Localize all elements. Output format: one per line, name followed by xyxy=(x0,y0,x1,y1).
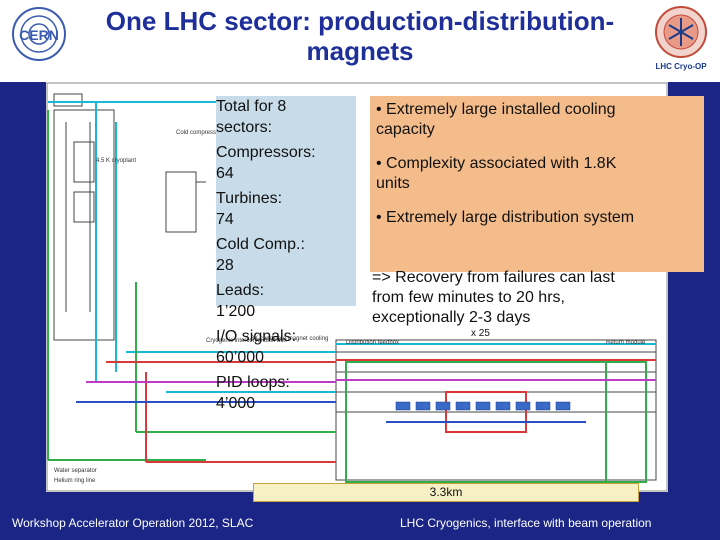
bullets-panel: • Extremely large installed cooling capa… xyxy=(370,96,704,272)
distribution-label: Distribution feedbox xyxy=(346,340,399,346)
cern-logo-text: CERN xyxy=(19,27,59,43)
totals-item: Leads: 1’200 xyxy=(216,280,376,322)
totals-item-label: I/O signals: xyxy=(216,328,297,345)
totals-heading-line1: Total for 8 xyxy=(216,98,287,115)
page-title-line2: magnets xyxy=(306,36,414,66)
water-separator-label: Water separator xyxy=(54,468,97,474)
totals-item: I/O signals: 60’000 xyxy=(216,326,376,368)
totals-item: PID loops: 4’000 xyxy=(216,372,376,414)
totals-panel xyxy=(216,96,356,306)
recovery-note: => Recovery from failures can last from … xyxy=(372,268,672,328)
bullet-line: • Extremely large installed cooling xyxy=(376,101,616,118)
totals-text: Total for 8 sectors: Compressors: 64 Tur… xyxy=(216,96,376,418)
bullet-item: • Extremely large distribution system xyxy=(376,208,704,228)
totals-item-value: 64 xyxy=(216,165,234,182)
totals-item-label: Cold Comp.: xyxy=(216,236,305,253)
totals-item-value: 74 xyxy=(216,211,234,228)
lhc-candidate-label: 1.8K candidate magnet cooling xyxy=(246,336,328,342)
lhc-cryo-op-logo-text: LHC Cryo-OP xyxy=(655,62,707,71)
totals-item-value: 4’000 xyxy=(216,395,256,412)
totals-heading: Total for 8 sectors: xyxy=(216,96,376,138)
totals-item-label: PID loops: xyxy=(216,374,290,391)
cern-logo: CERN xyxy=(5,4,73,64)
bullet-item: • Extremely large installed cooling capa… xyxy=(376,100,704,140)
cryoplant-label: 4.5 K cryoplant xyxy=(96,158,136,164)
cold-compressor-label: Cold compressor box xyxy=(176,130,233,136)
bullet-line: units xyxy=(376,175,410,192)
totals-item-value: 1’200 xyxy=(216,303,256,320)
totals-heading-line2: sectors: xyxy=(216,119,273,136)
totals-item-label: Leads: xyxy=(216,282,265,299)
interconnection-label: Cryogenic interconnection box xyxy=(206,338,287,344)
x25-label: x 25 xyxy=(471,328,490,339)
bullet-item: • Complexity associated with 1.8K units xyxy=(376,154,704,194)
totals-item-label: Turbines: xyxy=(216,190,283,207)
recovery-line: => Recovery from failures can last xyxy=(372,269,615,286)
page-title: One LHC sector: production-distribution-… xyxy=(75,6,645,66)
lhc-cryo-op-logo: LHC Cryo-OP xyxy=(648,4,714,78)
page-title-line1: One LHC sector: production-distribution- xyxy=(105,6,615,36)
footer-left-text: Workshop Accelerator Operation 2012, SLA… xyxy=(12,516,254,530)
slide-footer: Workshop Accelerator Operation 2012, SLA… xyxy=(0,502,720,540)
totals-item-value: 28 xyxy=(216,257,234,274)
totals-item: Turbines: 74 xyxy=(216,188,376,230)
totals-item: Compressors: 64 xyxy=(216,142,376,184)
recovery-line: exceptionally 2-3 days xyxy=(372,309,531,326)
distance-label: 3.3km xyxy=(253,483,639,502)
totals-item-label: Compressors: xyxy=(216,144,316,161)
bullet-line: • Complexity associated with 1.8K xyxy=(376,155,617,172)
bullet-line: capacity xyxy=(376,121,435,138)
slide-header: CERN One LHC sector: production-distribu… xyxy=(0,0,720,82)
footer-right-text: LHC Cryogenics, interface with beam oper… xyxy=(400,516,652,530)
bullet-line: • Extremely large distribution system xyxy=(376,209,635,226)
helium-ring-label: Helium ring line xyxy=(54,478,96,484)
cryogenic-diagram: Cold compressor box 4.5 K cryoplant Cryo… xyxy=(46,82,704,492)
totals-item: Cold Comp.: 28 xyxy=(216,234,376,276)
totals-item-value: 60’000 xyxy=(216,349,265,366)
recovery-line: from few minutes to 20 hrs, xyxy=(372,289,565,306)
return-module-label: Return module xyxy=(606,340,646,346)
